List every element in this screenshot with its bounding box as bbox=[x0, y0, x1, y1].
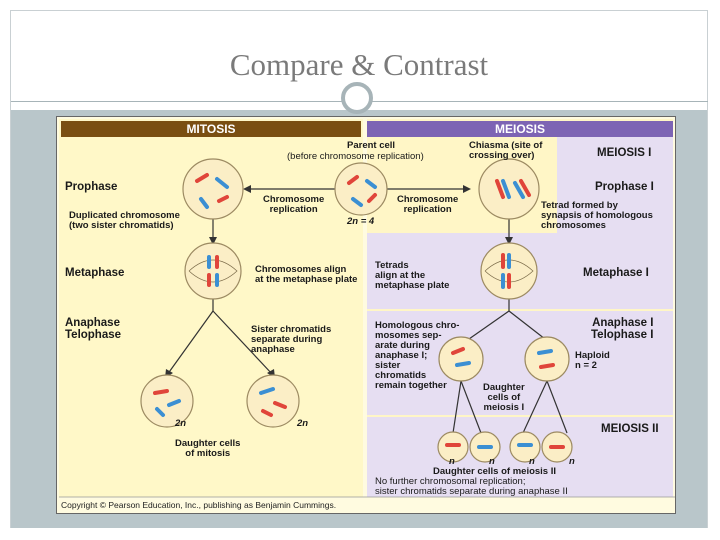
cells bbox=[140, 158, 573, 463]
prophase-i-label: Prophase I bbox=[595, 181, 654, 193]
meiosis-metaphase-cell bbox=[480, 242, 538, 300]
copyright-text: Copyright © Pearson Education, Inc., pub… bbox=[61, 500, 337, 510]
spindles bbox=[188, 259, 534, 283]
mitosis-daughter-cell-1 bbox=[140, 374, 194, 428]
prophase-label: Prophase bbox=[65, 181, 118, 193]
n-label-1: n bbox=[449, 456, 455, 467]
daughter-meiosis-i-label: Daughter cells of meiosis I bbox=[483, 382, 525, 413]
title-area: Compare & Contrast bbox=[11, 11, 707, 101]
mitosis-header: MITOSIS bbox=[186, 122, 236, 136]
ring-ornament bbox=[341, 82, 373, 114]
slide-title: Compare & Contrast bbox=[229, 47, 489, 82]
meiosis-header-bar bbox=[367, 121, 673, 137]
chiasma-label: Chiasma (site of crossing over) bbox=[469, 140, 543, 161]
metaphase-i-label: Metaphase I bbox=[583, 267, 649, 279]
meiosis-ii-label: MEIOSIS II bbox=[601, 423, 659, 435]
daughter-mitosis-label: Daughter cells of mitosis bbox=[175, 438, 241, 459]
mitosis-meiosis-figure: MITOSIS MEIOSIS Parent cell (before chro… bbox=[56, 116, 676, 514]
meiosis-anaphase-band bbox=[367, 311, 673, 415]
n-label-2: n bbox=[489, 456, 495, 467]
no-further-replication-label: No further chromosomal replication; sist… bbox=[375, 476, 568, 497]
chromosomes bbox=[153, 173, 565, 449]
duplicated-chromosome-label: Duplicated chromosome (two sister chroma… bbox=[69, 210, 180, 231]
figure-graphics bbox=[59, 119, 675, 498]
meiosis-header: MEIOSIS bbox=[494, 122, 545, 136]
parent-cell-label: Parent cell bbox=[347, 140, 396, 151]
meiosis-prophase-cell bbox=[478, 158, 540, 220]
meiosis-i-daughter-2 bbox=[524, 336, 570, 382]
parent-cell bbox=[334, 162, 388, 216]
flow-arrows bbox=[166, 188, 568, 434]
n-label-3: n bbox=[529, 456, 535, 467]
meiosis-i-daughter-1 bbox=[438, 336, 484, 382]
homologous-separate-label: Homologous chro- mosomes sep- arate duri… bbox=[375, 320, 460, 391]
haploid-label: Haploid n = 2 bbox=[575, 350, 610, 371]
two-n-4-label: 2n = 4 bbox=[347, 216, 375, 227]
meiosis-i-band bbox=[557, 137, 673, 233]
two-n-b-label: 2n bbox=[297, 418, 309, 429]
sister-chromatids-separate-label: Sister chromatids separate during anapha… bbox=[251, 324, 332, 355]
n-label-4: n bbox=[569, 456, 575, 467]
parent-cell-sub-label: (before chromosome replication) bbox=[287, 151, 424, 162]
chromosomes-align-label: Chromosomes align at the metaphase plate bbox=[255, 264, 358, 285]
chrom-rep-right-label: Chromosome replication bbox=[397, 194, 459, 215]
mitosis-metaphase-cell bbox=[184, 242, 242, 300]
anaphase-telophase-i-label: Anaphase I Telophase I bbox=[591, 317, 654, 341]
two-n-a-label: 2n bbox=[175, 418, 187, 429]
mitosis-prophase-cell bbox=[182, 158, 244, 220]
daughter-meiosis-ii-label: Daughter cells of meiosis II bbox=[433, 466, 557, 477]
tetrads-align-label: Tetrads align at the metaphase plate bbox=[375, 260, 450, 291]
tetrad-formed-label: Tetrad formed by synapsis of homologous … bbox=[541, 200, 653, 231]
anaphase-telophase-label: Anaphase Telophase bbox=[65, 317, 122, 341]
mitosis-daughter-cell-2 bbox=[246, 374, 300, 428]
mitosis-header-bar bbox=[61, 121, 361, 137]
metaphase-label: Metaphase bbox=[65, 267, 125, 279]
meiosis-i-label: MEIOSIS I bbox=[597, 147, 652, 159]
chrom-rep-left-label: Chromosome replication bbox=[263, 194, 325, 215]
